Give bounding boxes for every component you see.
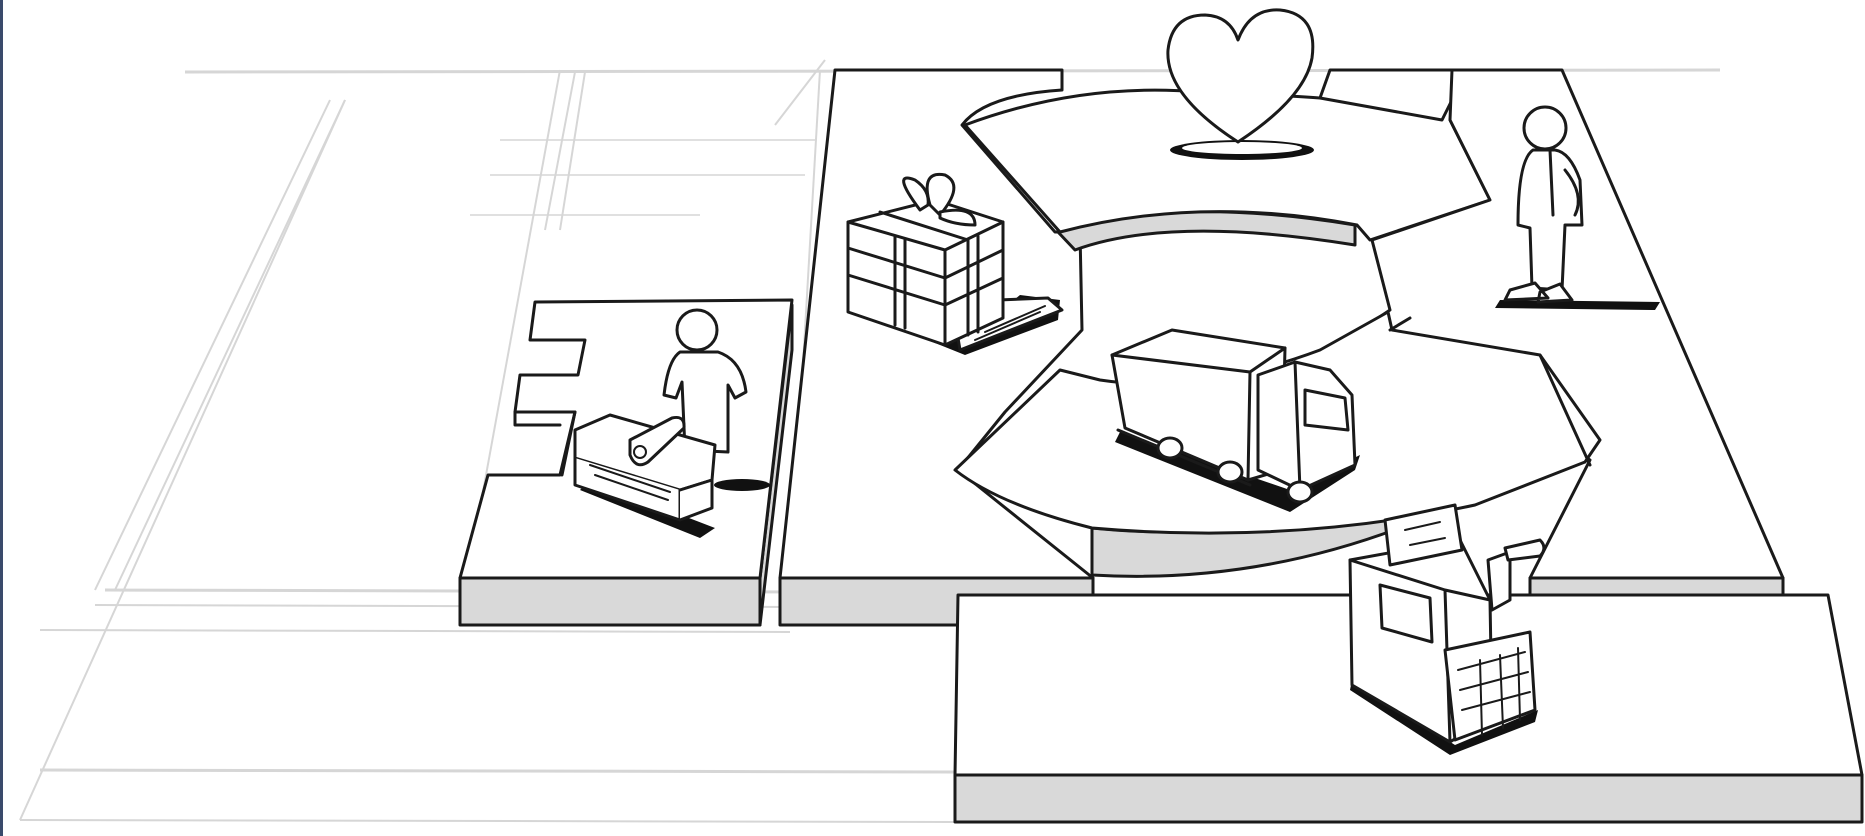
business-model-canvas-sketch [0, 0, 1865, 836]
